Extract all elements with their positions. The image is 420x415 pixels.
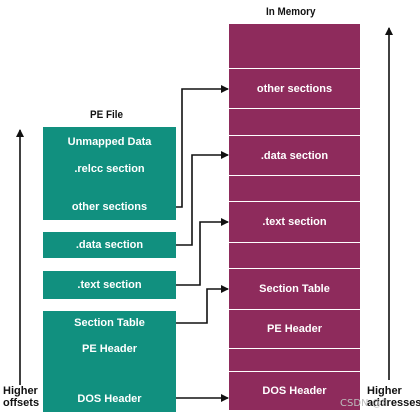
right-axis-label-line1: Higher bbox=[367, 385, 402, 397]
memory-data-section-label: .data section bbox=[260, 149, 329, 162]
pe-other-sections: other sections bbox=[43, 194, 176, 220]
pe-data-section-label: .data section bbox=[75, 239, 144, 251]
memory-pe-header-label: PE Header bbox=[266, 323, 323, 335]
pe-dos-header: DOS Header bbox=[43, 385, 176, 412]
left-axis-label: Higher offsets bbox=[3, 385, 39, 409]
pe-section-table-label: Section Table bbox=[74, 317, 145, 329]
pe-text-section-label: .text section bbox=[77, 279, 142, 291]
connector-other-sections bbox=[176, 85, 229, 208]
watermark: CSDN @ll bbox=[340, 398, 388, 409]
memory-data-section: .data section bbox=[229, 136, 360, 175]
memory-dos-header-label: DOS Header bbox=[262, 385, 327, 397]
pe-dos-header-label: DOS Header bbox=[77, 392, 142, 405]
left-axis-label-line2: offsets bbox=[3, 397, 40, 409]
connector-text-section bbox=[176, 218, 229, 286]
memory-blank-block bbox=[229, 243, 360, 268]
pe-blank-block bbox=[43, 180, 176, 194]
memory-text-section-label: .text section bbox=[262, 216, 327, 228]
pe-header-label: PE Header bbox=[81, 342, 138, 355]
pe-other-sections-label: other sections bbox=[71, 201, 148, 213]
pe-unmapped-data: Unmapped Data bbox=[43, 127, 176, 157]
memory-other-sections: other sections bbox=[229, 69, 360, 108]
memory-blank-block bbox=[229, 109, 360, 135]
connector-data-section bbox=[176, 151, 229, 246]
right-axis-label-line2: addresses bbox=[367, 397, 420, 409]
memory-pe-header: PE Header bbox=[229, 310, 360, 348]
pe-data-section: .data section bbox=[43, 232, 176, 258]
pe-blank-block bbox=[43, 362, 176, 385]
pe-text-section: .text section bbox=[43, 271, 176, 299]
memory-blank-block bbox=[229, 176, 360, 201]
memory-text-section: .text section bbox=[229, 202, 360, 242]
connector-section-table bbox=[176, 285, 229, 324]
pe-file-title: PE File bbox=[90, 109, 124, 121]
right-axis-label: Higher addresses bbox=[367, 385, 420, 409]
pe-relcc-section-label: .relcc section bbox=[74, 162, 145, 175]
pe-section-table: Section Table bbox=[43, 311, 176, 335]
memory-top-block bbox=[229, 24, 360, 68]
memory-other-sections-label: other sections bbox=[256, 82, 333, 95]
memory-dos-header: DOS Header bbox=[229, 372, 360, 410]
memory-section-table: Section Table bbox=[229, 269, 360, 309]
left-axis-label-line1: Higher bbox=[3, 385, 38, 397]
pe-unmapped-data-label: Unmapped Data bbox=[67, 136, 152, 148]
pe-relcc-section: .relcc section bbox=[43, 157, 176, 180]
memory-blank-block bbox=[229, 349, 360, 371]
memory-section-table-label: Section Table bbox=[259, 283, 330, 295]
pe-header: PE Header bbox=[43, 335, 176, 362]
memory-title: In Memory bbox=[266, 6, 316, 18]
